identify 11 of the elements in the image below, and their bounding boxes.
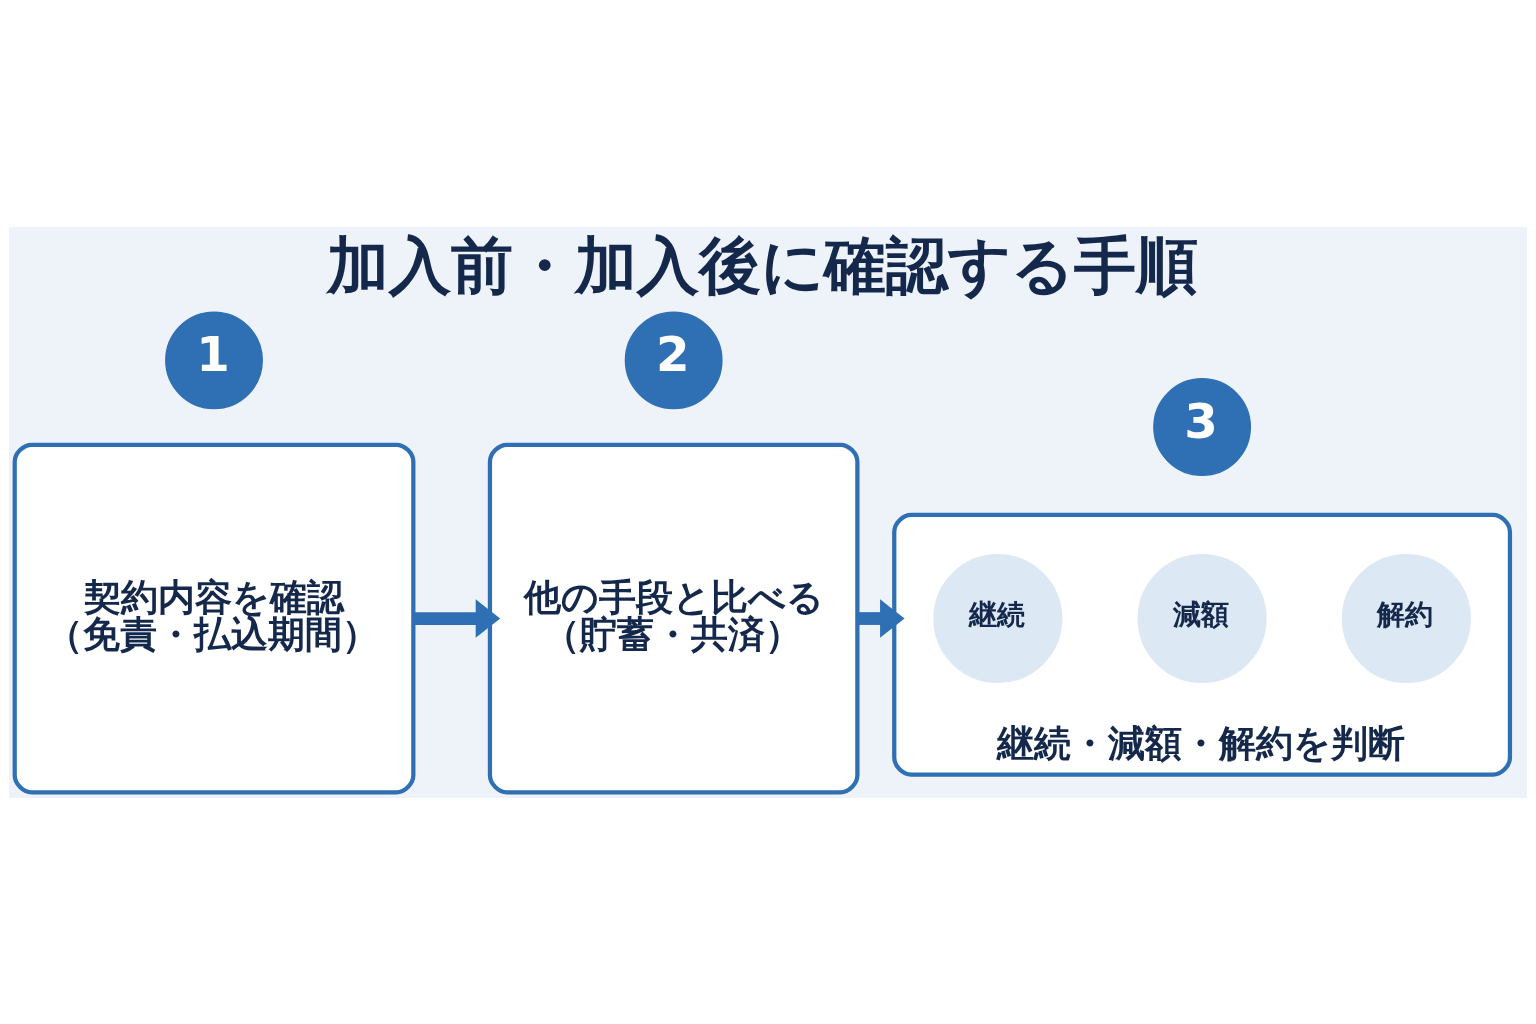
arrow [857, 598, 905, 638]
node-box: 契約内容を確認（免責・払込期間） [12, 442, 416, 794]
node-circle: 2 [624, 310, 723, 409]
node-circle: 3 [1153, 377, 1252, 476]
node-circle: 減額 [1137, 553, 1267, 683]
node-circle: 1 [165, 310, 263, 409]
node-box: 他の手段と比べる（貯蓄・共済） [487, 442, 860, 794]
arrow [413, 598, 501, 638]
node-circle: 解約 [1341, 553, 1471, 683]
diagram-title: 加入前・加入後に確認する手順 [326, 228, 1198, 302]
node-circle: 継続 [933, 553, 1063, 683]
